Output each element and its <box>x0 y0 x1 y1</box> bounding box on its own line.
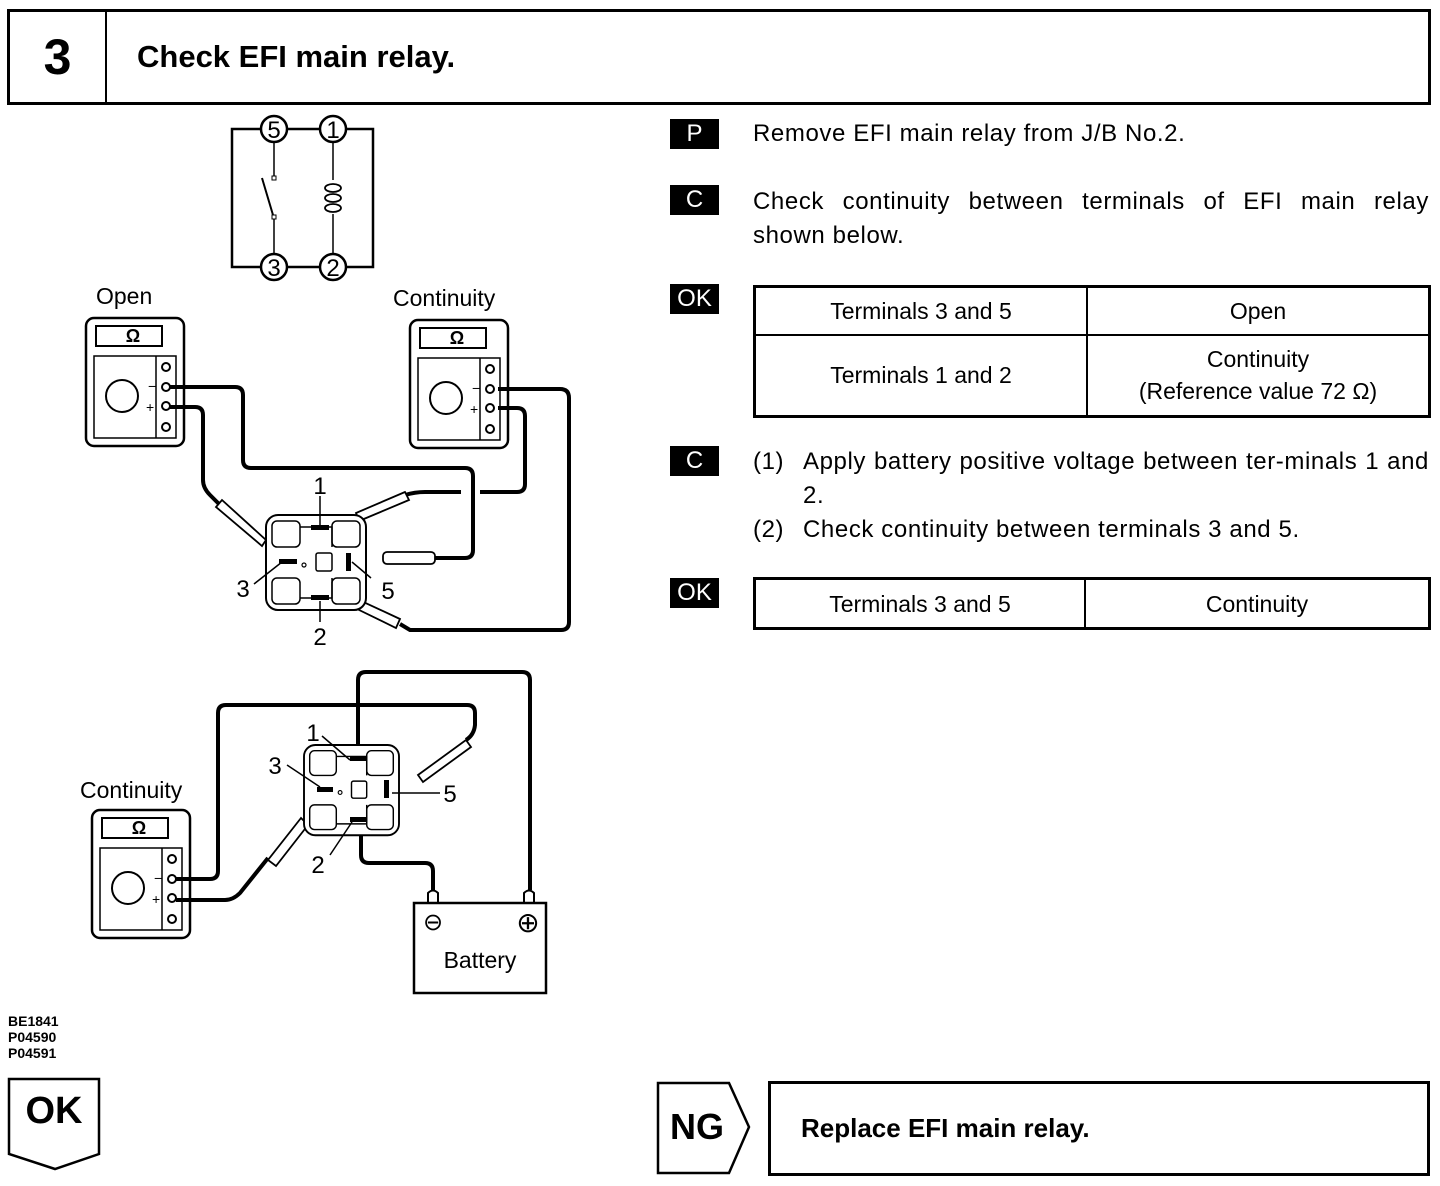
ohmmeter-continuity: Ω − + <box>408 318 510 450</box>
terminal-label: 1 <box>326 117 339 144</box>
test-leads-upper <box>170 385 571 632</box>
table-cell: Terminals 3 and 5 <box>753 577 1086 630</box>
list-item: (1) Apply battery positive voltage betwe… <box>753 445 1429 513</box>
ohm-icon: Ω <box>450 328 464 348</box>
pin-5 <box>384 780 389 798</box>
ohm-icon: Ω <box>132 818 146 838</box>
probes-lower <box>266 738 473 868</box>
relay-terminal-1-lower: 1 <box>306 720 319 747</box>
table-cell: Continuity (Reference value 72 Ω) <box>1086 333 1431 418</box>
terminal-1: 1 <box>318 114 348 144</box>
table-row: Terminals 3 and 5 Open <box>753 285 1431 336</box>
battery-label: Battery <box>444 947 517 973</box>
list-marker: (2) <box>753 516 785 543</box>
meter-label-continuity-2: Continuity <box>80 777 183 803</box>
step-header: 3 Check EFI main relay. <box>7 9 1431 105</box>
leader-lines-lower <box>286 735 440 856</box>
relay-terminal-2-lower: 2 <box>311 852 324 879</box>
relay-schematic: 5 1 3 2 <box>230 114 375 282</box>
badge-check-2: C <box>670 446 719 476</box>
pin-3 <box>317 787 333 792</box>
ok-arrow-shape <box>7 1077 101 1171</box>
minus-sign: − <box>154 870 162 886</box>
relay-terminal-5: 5 <box>381 578 394 605</box>
step-check-continuity: Check continuity between terminals of EF… <box>753 188 1429 249</box>
meter-label-continuity: Continuity <box>393 285 496 311</box>
badge-ok: OK <box>670 284 719 314</box>
ohmmeter-continuity-2: Ω − + <box>90 808 192 940</box>
pin-2 <box>350 817 366 822</box>
relay-terminal-1: 1 <box>313 473 326 500</box>
terminal-label: 3 <box>267 255 280 282</box>
list-marker: (1) <box>753 448 785 475</box>
table-cell: Open <box>1086 285 1431 336</box>
table-cell: Terminals 3 and 5 <box>753 285 1088 336</box>
plus-sign: + <box>470 401 478 417</box>
step-number: 3 <box>10 12 107 102</box>
battery: ⊖ ⊕ Battery <box>412 889 548 995</box>
terminal-label: 2 <box>326 255 339 282</box>
ok-result-label: OK <box>25 1090 83 1132</box>
terminal-label: 5 <box>267 117 280 144</box>
figure-code: P04590 <box>8 1029 57 1045</box>
table-row: Terminals 1 and 2 Continuity (Reference … <box>753 333 1431 418</box>
table-cell: Terminals 1 and 2 <box>753 333 1088 418</box>
ohm-icon: Ω <box>126 326 140 346</box>
list-item: (2) Check continuity between terminals 3… <box>753 513 1429 547</box>
plus-sign: + <box>152 891 160 907</box>
relay-terminal-3-lower: 3 <box>268 753 281 780</box>
ng-arrow-shape <box>656 1081 751 1175</box>
terminal-3: 3 <box>259 252 289 282</box>
cell-line: Continuity <box>1206 346 1310 373</box>
cell-line: (Reference value 72 Ω) <box>1138 378 1378 405</box>
badge-prep: P <box>670 119 719 149</box>
pin-5 <box>346 553 351 571</box>
pin-1 <box>350 756 366 761</box>
list-text: Apply battery positive voltage between t… <box>803 448 1429 509</box>
battery-negative-icon: ⊖ <box>423 909 443 936</box>
badge-ok-2: OK <box>670 578 719 608</box>
relay-terminal-5-lower: 5 <box>443 781 456 808</box>
leader-lines-upper <box>253 496 372 622</box>
ng-action-text: Replace EFI main relay. <box>801 1113 1090 1143</box>
ng-action-box: Replace EFI main relay. <box>768 1081 1430 1176</box>
spec-table-1: Terminals 3 and 5 Open Terminals 1 and 2… <box>753 285 1431 418</box>
figure-code: BE1841 <box>8 1013 59 1029</box>
terminal-2: 2 <box>318 252 348 282</box>
relay-body-upper <box>265 514 367 611</box>
check-list: (1) Apply battery positive voltage betwe… <box>753 445 1429 547</box>
pin-1 <box>311 525 329 530</box>
table-cell: Continuity <box>1084 577 1431 630</box>
relay-terminal-2: 2 <box>313 624 326 651</box>
step-remove-relay: Remove EFI main relay from J/B No.2. <box>753 120 1186 147</box>
badge-check: C <box>670 185 719 215</box>
ohmmeter-open: Ω − + <box>84 316 186 448</box>
plus-sign: + <box>146 399 154 415</box>
pin-2 <box>311 595 329 600</box>
pin-3 <box>279 559 297 564</box>
minus-sign: − <box>148 378 156 394</box>
minus-sign: − <box>472 380 480 396</box>
battery-positive-icon: ⊕ <box>516 907 539 938</box>
relay-body-lower <box>303 744 400 837</box>
coil-icon <box>324 183 342 213</box>
table-row: Terminals 3 and 5 Continuity <box>753 577 1431 630</box>
relay-test-diagram: 5 1 3 2 Open Continuity Ω − + Ω − + <box>80 114 571 995</box>
test-leads-lower <box>176 670 532 902</box>
step-title: Check EFI main relay. <box>137 39 456 74</box>
switch-contact <box>261 177 274 216</box>
meter-label-open: Open <box>96 283 152 309</box>
terminal-5: 5 <box>259 114 289 144</box>
figure-codes: BE1841 P04590 P04591 <box>8 1013 59 1061</box>
relay-terminal-3: 3 <box>236 576 249 603</box>
figure-code: P04591 <box>8 1045 57 1061</box>
ng-result-label: NG <box>670 1106 724 1147</box>
spec-table-2: Terminals 3 and 5 Continuity <box>753 577 1431 630</box>
list-text: Check continuity between terminals 3 and… <box>803 516 1300 543</box>
